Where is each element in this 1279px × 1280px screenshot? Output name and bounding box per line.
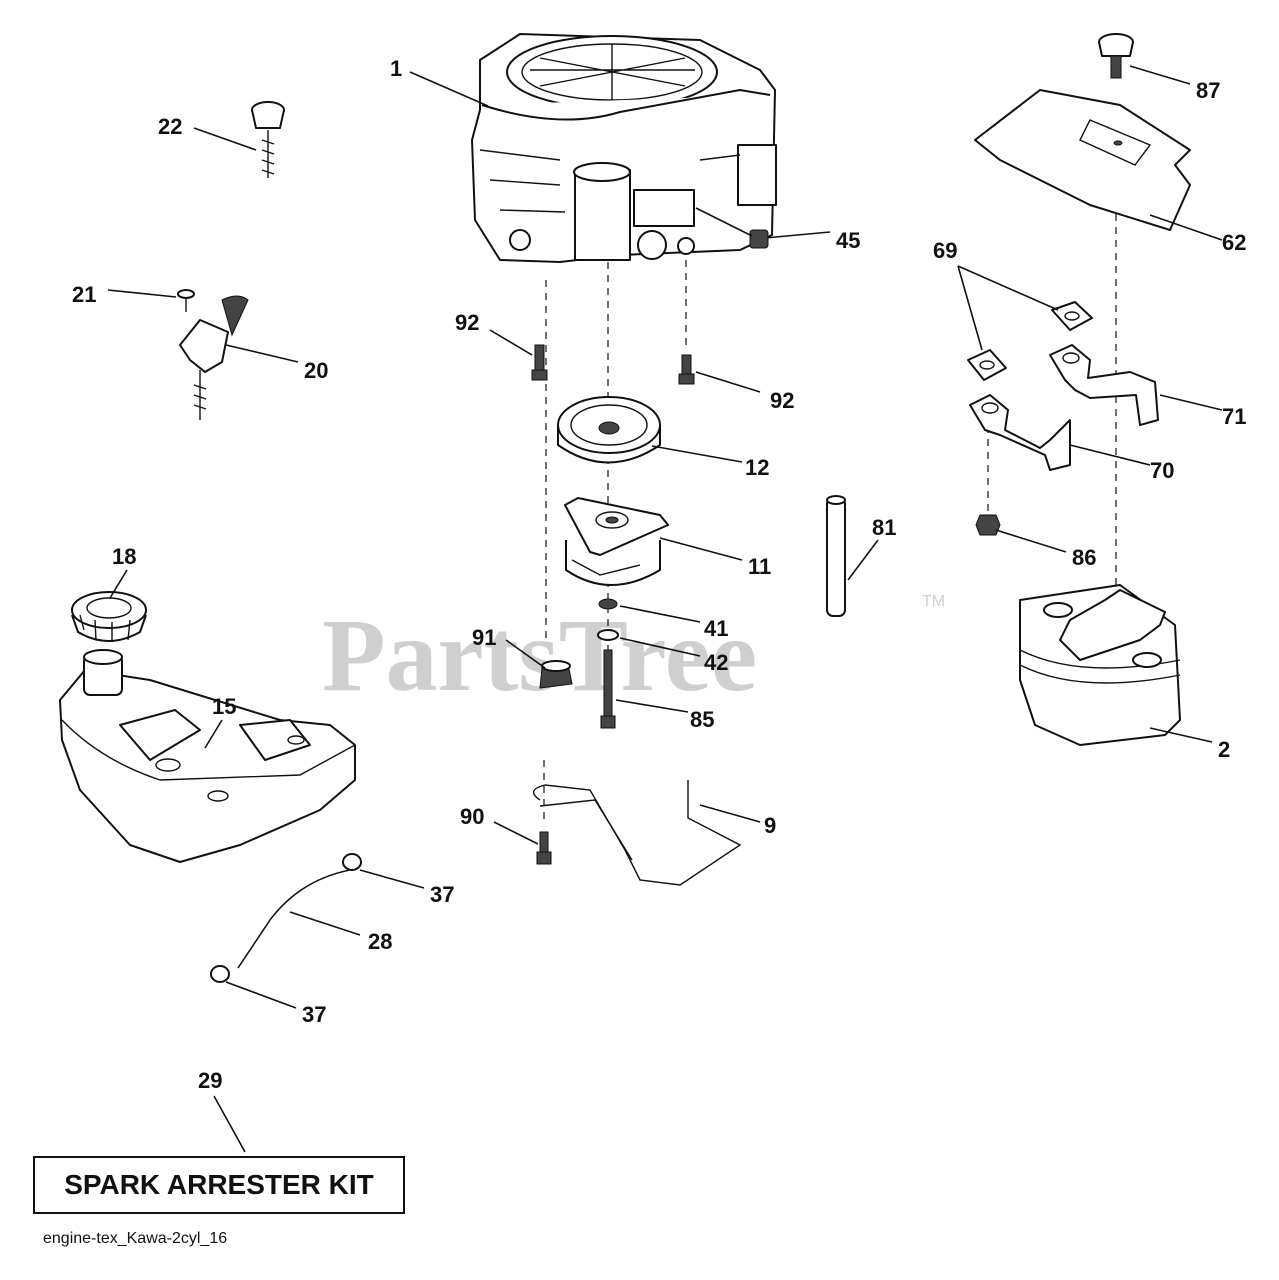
callout-15: 15 bbox=[212, 694, 236, 719]
callout-90: 90 bbox=[460, 804, 484, 829]
spacer-91-part[interactable] bbox=[539, 660, 573, 689]
clamp-37-lower-part[interactable] bbox=[210, 965, 230, 983]
exhaust-pipe-70-part[interactable] bbox=[969, 394, 1071, 471]
bolt-85-part[interactable] bbox=[600, 649, 616, 729]
watermark-tm: TM bbox=[922, 593, 945, 610]
clutch-11-part[interactable] bbox=[564, 497, 669, 586]
lever-20-part[interactable] bbox=[179, 295, 249, 420]
washer-42-part[interactable] bbox=[597, 629, 619, 641]
callout-69: 69 bbox=[933, 238, 957, 263]
callout-71: 71 bbox=[1222, 404, 1246, 429]
callout-91: 91 bbox=[472, 625, 496, 650]
callout-21: 21 bbox=[72, 282, 96, 307]
muffler-2-part[interactable] bbox=[1019, 584, 1181, 746]
engine-part[interactable] bbox=[471, 33, 777, 263]
callout-62: 62 bbox=[1222, 230, 1246, 255]
screw-21-part[interactable] bbox=[177, 289, 195, 312]
bracket-9-part[interactable] bbox=[532, 780, 742, 886]
rod-81-part[interactable] bbox=[826, 495, 846, 617]
callout-92-right: 92 bbox=[770, 388, 794, 413]
fuel-cap-18-part[interactable] bbox=[71, 591, 147, 642]
callout-9: 9 bbox=[764, 813, 776, 838]
screw-87-part[interactable] bbox=[1098, 33, 1134, 79]
diagram-code: engine-tex_Kawa-2cyl_16 bbox=[43, 1230, 228, 1247]
callout-45: 45 bbox=[836, 228, 860, 253]
callout-37-lower: 37 bbox=[302, 1002, 326, 1027]
knob-22-part[interactable] bbox=[251, 101, 285, 178]
callout-11: 11 bbox=[748, 554, 771, 579]
callout-85: 85 bbox=[690, 707, 714, 732]
callout-37-upper: 37 bbox=[430, 882, 454, 907]
bolt-92-left-part[interactable] bbox=[531, 344, 548, 381]
fuel-line-28-part[interactable] bbox=[237, 869, 351, 969]
heat-shield-62-part[interactable] bbox=[974, 89, 1191, 231]
callout-42: 42 bbox=[704, 650, 728, 675]
callout-92-left: 92 bbox=[455, 310, 479, 335]
callout-70: 70 bbox=[1150, 458, 1174, 483]
callout-28: 28 bbox=[368, 929, 392, 954]
bolt-45-part[interactable] bbox=[749, 229, 831, 249]
callout-2: 2 bbox=[1218, 737, 1230, 762]
callout-41: 41 bbox=[704, 616, 728, 641]
callout-29: 29 bbox=[198, 1068, 222, 1093]
callout-1: 1 bbox=[390, 56, 402, 81]
callout-86: 86 bbox=[1072, 545, 1096, 570]
bolt-90-part[interactable] bbox=[536, 831, 552, 865]
exhaust-pipe-71-part[interactable] bbox=[1049, 344, 1159, 426]
callout-20: 20 bbox=[304, 358, 328, 383]
callout-22: 22 bbox=[158, 114, 182, 139]
watermark-text: PartsTree bbox=[322, 598, 757, 713]
callout-87: 87 bbox=[1196, 78, 1220, 103]
bolt-92-right-part[interactable] bbox=[678, 354, 695, 385]
pulley-12-part[interactable] bbox=[557, 396, 661, 464]
callout-81: 81 bbox=[872, 515, 896, 540]
gasket-69-lower-part[interactable] bbox=[967, 349, 1007, 381]
clamp-37-upper-part[interactable] bbox=[342, 853, 362, 871]
callout-12: 12 bbox=[745, 455, 769, 480]
washer-41-part[interactable] bbox=[598, 598, 618, 610]
fuel-tank-15-part[interactable] bbox=[59, 649, 356, 863]
spark-arrester-kit-label[interactable]: SPARK ARRESTER KIT bbox=[33, 1156, 405, 1214]
callout-18: 18 bbox=[112, 544, 136, 569]
gasket-69-upper-part[interactable] bbox=[1051, 301, 1093, 331]
nut-86-part[interactable] bbox=[975, 514, 1001, 536]
